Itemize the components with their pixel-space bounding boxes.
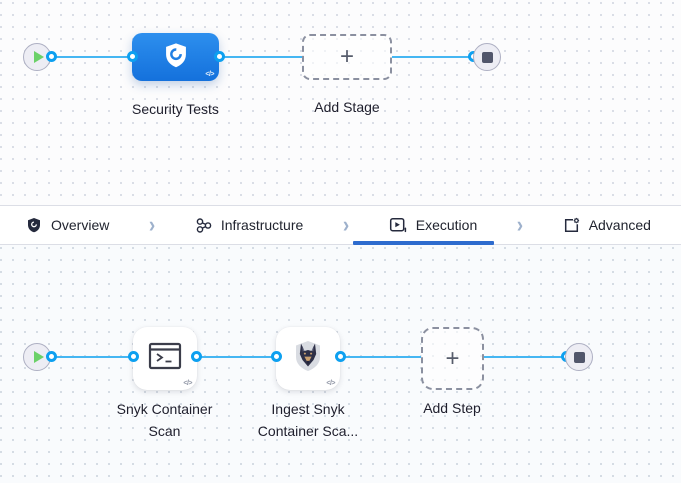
step-card-snyk-container-scan[interactable]: </> bbox=[133, 327, 197, 390]
step-label: Ingest Snyk Container Sca... bbox=[237, 398, 379, 442]
edge-line bbox=[51, 56, 133, 58]
code-badge: </> bbox=[326, 380, 335, 387]
edge-line bbox=[51, 356, 133, 358]
play-square-icon bbox=[389, 217, 407, 234]
step-label-line1: Snyk Container bbox=[116, 401, 213, 417]
active-tab-indicator bbox=[353, 241, 494, 245]
tab-execution[interactable]: Execution bbox=[389, 217, 477, 234]
connector-port bbox=[191, 351, 202, 362]
step-label: Snyk Container Scan bbox=[94, 398, 235, 442]
steps-end-node bbox=[565, 343, 593, 371]
infrastructure-nodes-icon bbox=[195, 217, 212, 234]
edge-line bbox=[197, 356, 276, 358]
tab-label: Execution bbox=[415, 217, 478, 233]
connector-port bbox=[335, 351, 346, 362]
connector-port bbox=[128, 351, 139, 362]
stage-config-tabbar: Overview › Infrastructure › bbox=[0, 205, 681, 245]
add-stage-label: Add Stage bbox=[314, 99, 380, 115]
connector-port bbox=[46, 51, 57, 62]
add-step-label: Add Step bbox=[423, 400, 481, 416]
step-label-line2: Container Sca... bbox=[257, 423, 359, 439]
chevron-right-icon: › bbox=[148, 212, 156, 238]
tab-infrastructure[interactable]: Infrastructure bbox=[195, 217, 303, 234]
edge-line bbox=[219, 56, 303, 58]
chevron-right-icon: › bbox=[342, 212, 350, 238]
step-label-line1: Ingest Snyk bbox=[271, 401, 345, 417]
chevron-right-icon: › bbox=[516, 212, 524, 238]
stage-canvas: </> + Security Tests Add Stage bbox=[0, 0, 681, 205]
add-step-button[interactable]: + bbox=[421, 327, 484, 390]
security-shield-icon bbox=[162, 41, 190, 74]
tab-label: Overview bbox=[51, 217, 110, 233]
edge-line bbox=[392, 56, 474, 58]
tab-advanced[interactable]: Advanced bbox=[563, 217, 651, 234]
connector-port bbox=[214, 51, 225, 62]
stop-icon bbox=[573, 351, 585, 363]
pipeline-end-node bbox=[473, 43, 501, 71]
shield-icon bbox=[26, 217, 42, 233]
stage-card-security-tests[interactable]: </> bbox=[132, 33, 219, 81]
edge-line bbox=[340, 356, 421, 358]
plus-icon: + bbox=[339, 43, 354, 70]
step-canvas: </> </> + bbox=[0, 245, 681, 483]
add-stage-button[interactable]: + bbox=[302, 34, 392, 80]
edge-line bbox=[484, 356, 566, 358]
connector-port bbox=[271, 351, 282, 362]
code-badge: </> bbox=[205, 71, 214, 78]
snyk-dog-icon bbox=[290, 338, 326, 379]
stop-icon bbox=[481, 51, 493, 63]
step-label-line2: Scan bbox=[148, 423, 181, 439]
connector-port bbox=[127, 51, 138, 62]
gear-document-icon bbox=[563, 217, 580, 234]
step-card-ingest-snyk[interactable]: </> bbox=[276, 327, 340, 390]
stage-label: Security Tests bbox=[132, 101, 219, 117]
play-icon bbox=[33, 51, 44, 63]
plus-icon: + bbox=[445, 344, 460, 372]
tab-label: Advanced bbox=[588, 217, 651, 233]
play-icon bbox=[33, 351, 44, 363]
connector-port bbox=[46, 351, 57, 362]
tab-overview[interactable]: Overview bbox=[26, 217, 109, 233]
tab-label: Infrastructure bbox=[220, 217, 304, 233]
terminal-icon bbox=[146, 340, 184, 377]
code-badge: </> bbox=[183, 380, 192, 387]
